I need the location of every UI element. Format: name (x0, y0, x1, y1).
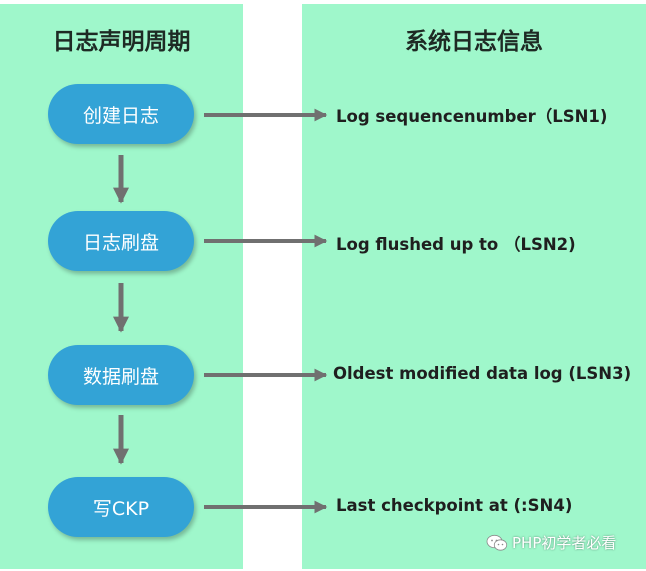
stage-flush-data: 数据刷盘 (48, 345, 194, 405)
system-log-panel (302, 4, 646, 569)
system-log-header: 系统日志信息 (405, 29, 543, 55)
stage-flush-log: 日志刷盘 (48, 211, 194, 271)
lifecycle-header: 日志声明周期 (52, 29, 191, 55)
info-lsn4: Last checkpoint at (:SN4) (336, 496, 573, 515)
watermark: PHP初学者必看 (486, 532, 616, 553)
stage-write-checkpoint: 写CKP (48, 477, 194, 537)
info-lsn1: Log sequencenumber（LSN1) (336, 107, 608, 126)
stage-create-log: 创建日志 (48, 84, 194, 144)
watermark-text: PHP初学者必看 (512, 534, 617, 552)
wechat-icon (486, 534, 508, 551)
info-lsn3: Oldest modified data log (LSN3) (333, 364, 632, 383)
info-lsn2: Log flushed up to （LSN2) (336, 235, 576, 254)
